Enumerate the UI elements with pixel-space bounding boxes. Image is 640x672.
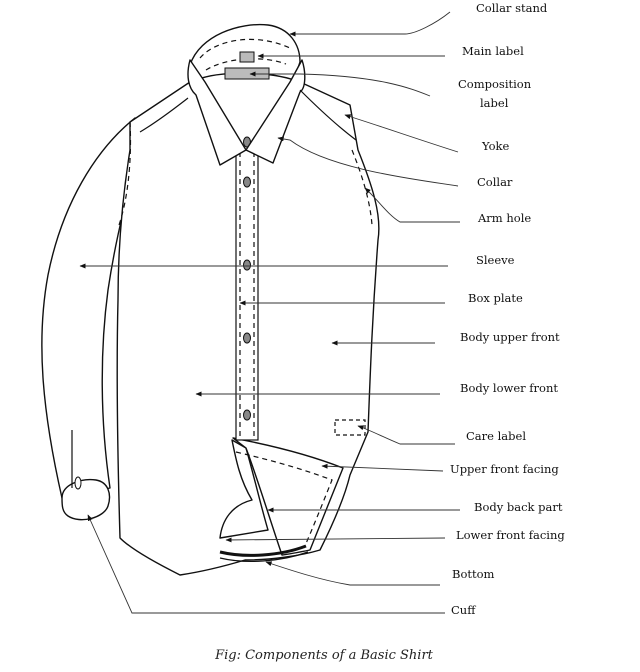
label-collar: Collar [477, 175, 513, 189]
shirt-collar-left [187, 59, 247, 166]
label-composition: Composition [458, 77, 532, 91]
shirt-bottom-hem [219, 544, 307, 557]
label-care-label: Care label [466, 429, 526, 443]
shoulder-seam-left [139, 97, 189, 133]
leader-bottom [265, 561, 440, 586]
figure-caption: Fig: Components of a Basic Shirt [214, 648, 434, 663]
label-body-upper-front: Body upper front [460, 330, 560, 344]
shirt-sleeve [41, 117, 136, 499]
leader-collar-stand [289, 11, 451, 37]
leader-arm-hole [364, 187, 460, 223]
label-cuff: Cuff [451, 603, 476, 617]
bottom-hem-edge [219, 551, 309, 562]
label-yoke: Yoke [481, 139, 509, 153]
leader-collar [277, 136, 459, 187]
leader-cuff [87, 514, 445, 614]
shirt-composition-label [224, 67, 270, 80]
button [243, 259, 251, 271]
shirt-buttons [243, 136, 251, 421]
label-body-back-part: Body back part [474, 500, 563, 514]
leader-upper-front-facing [321, 463, 444, 472]
label-main-label: Main label [462, 44, 524, 58]
shirt-body-back-part [219, 439, 269, 539]
button [243, 332, 251, 344]
collar-stand-stitch [199, 38, 291, 59]
label-collar-stand: Collar stand [476, 1, 548, 15]
button [243, 176, 251, 188]
shirt-cuff [61, 478, 111, 521]
shirt-upper-front-facing [232, 437, 344, 556]
shirt-box-plate [235, 149, 259, 441]
labels: Collar stand Main label Composition labe… [450, 1, 565, 617]
label-sleeve: Sleeve [476, 253, 515, 267]
facing-stitch-line [235, 451, 333, 549]
yoke-seam [299, 89, 357, 141]
armhole-stitch-right [351, 149, 373, 226]
leader-care-label [357, 425, 455, 445]
label-composition-line2: label [480, 96, 509, 110]
armhole-stitch-left [117, 121, 132, 229]
label-box-plate: Box plate [468, 291, 523, 305]
button [243, 409, 251, 421]
shirt-main-label [239, 51, 255, 63]
cuff-button [74, 476, 82, 490]
leader-yoke [344, 114, 459, 153]
shirt-drawing [41, 23, 380, 576]
leader-lines [79, 11, 460, 614]
label-body-lower-front: Body lower front [460, 381, 558, 395]
label-bottom: Bottom [452, 567, 495, 581]
label-lower-front-facing: Lower front facing [456, 528, 565, 542]
shirt-collar-right [245, 59, 306, 164]
label-arm-hole: Arm hole [477, 211, 531, 225]
leader-composition-label [249, 71, 431, 97]
label-upper-front-facing: Upper front facing [450, 462, 559, 476]
leader-lower-front-facing [225, 537, 446, 543]
shirt-care-label [334, 419, 366, 436]
